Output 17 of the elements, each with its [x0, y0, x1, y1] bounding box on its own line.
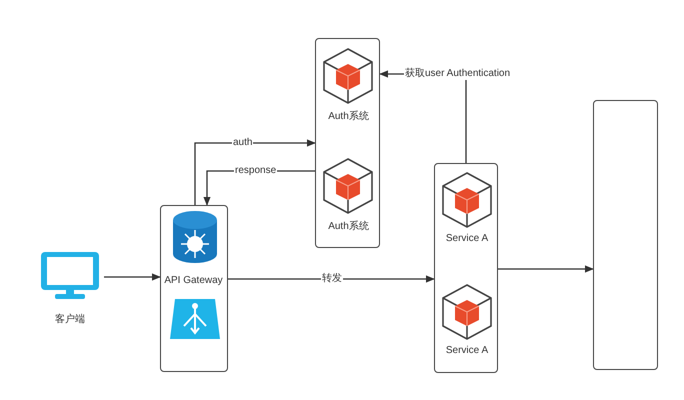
arrow: [228, 275, 435, 283]
node-label: Auth系统: [327, 220, 370, 233]
node-label: Service A: [444, 345, 490, 356]
node-label: Auth系统: [327, 110, 370, 123]
node-label: API Gateway: [163, 275, 224, 286]
group-box: [160, 205, 228, 372]
arrow: [194, 139, 316, 205]
node-label: 客户端: [54, 312, 86, 326]
arrow: [104, 273, 161, 281]
edge-label: response: [234, 165, 278, 177]
group-box: [593, 100, 658, 370]
group-box: [434, 163, 498, 373]
edge-label: 转发: [321, 273, 343, 285]
edge-label: 获取user Authentication: [404, 68, 512, 80]
arrow: [498, 265, 594, 273]
group-box: [315, 38, 380, 248]
node-label: Service A: [444, 233, 490, 244]
